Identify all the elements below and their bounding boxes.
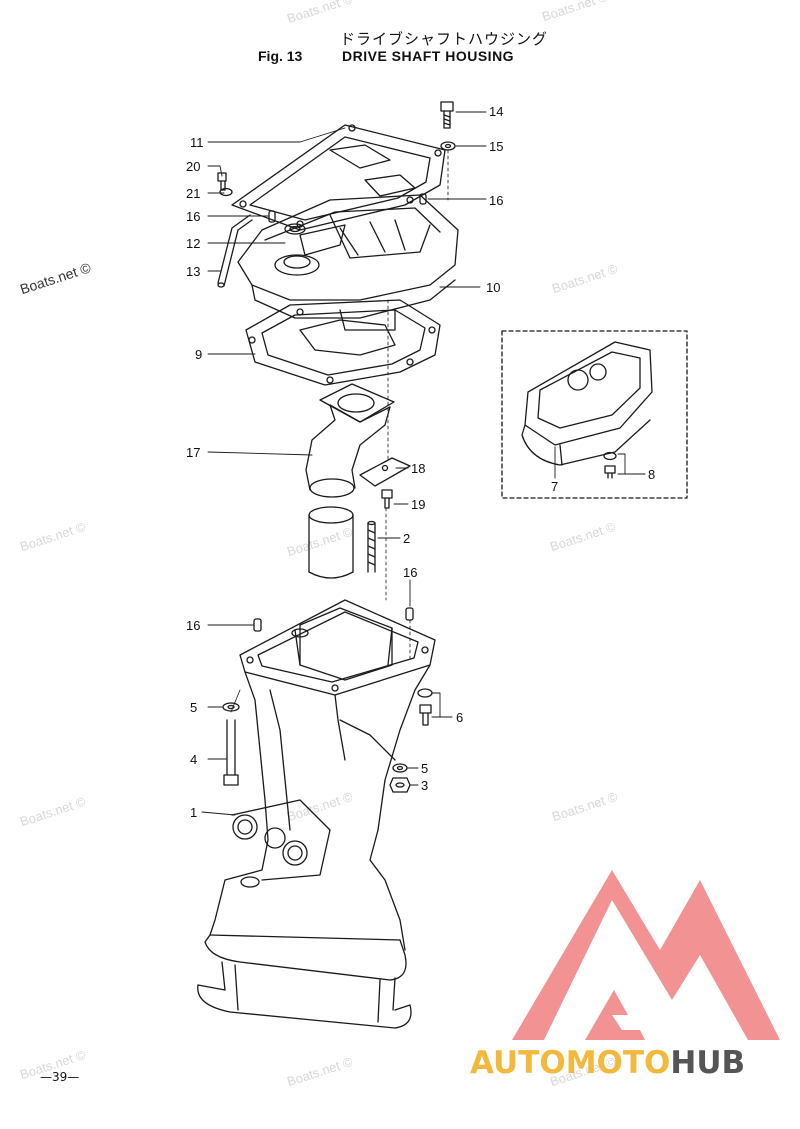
- stud-bolt-2-icon: [367, 520, 376, 573]
- dowel-pin-16-icon: [405, 607, 414, 621]
- callout-21: 21: [186, 186, 200, 201]
- callout-9: 9: [195, 347, 202, 362]
- callout-14: 14: [489, 104, 503, 119]
- lower-casing-7-icon: [521, 341, 653, 466]
- callout-10: 10: [486, 280, 500, 295]
- washer-5-icon: [392, 763, 408, 773]
- bolt-8-icon: [604, 465, 616, 479]
- callout-16: 16: [186, 209, 200, 224]
- bolt-20-icon: [217, 172, 227, 191]
- washer-21-icon: [219, 187, 233, 197]
- callout-1: 1: [190, 805, 197, 820]
- callout-19: 19: [411, 497, 425, 512]
- brand-wordmark-part-2: HUB: [670, 1045, 746, 1081]
- callout-15: 15: [489, 139, 503, 154]
- bracket-18-icon: [359, 457, 411, 487]
- callout-6: 6: [456, 710, 463, 725]
- callout-5: 5: [190, 700, 197, 715]
- callout-7: 7: [551, 479, 558, 494]
- bolt-19-icon: [381, 489, 393, 509]
- dowel-pin-16-icon: [268, 210, 276, 223]
- figure-title: DRIVE SHAFT HOUSING: [342, 48, 515, 64]
- callout-8: 8: [648, 467, 655, 482]
- diagram-title-japanese: ドライブシャフトハウジング: [340, 30, 549, 48]
- callout-16: 16: [186, 618, 200, 633]
- figure-number: Fig. 13: [258, 48, 303, 64]
- inset-box: [501, 330, 688, 499]
- callout-13: 13: [186, 264, 200, 279]
- callout-labels: 14 15 11 20 21 16 16 12 13 10 9 17 18 19…: [186, 104, 655, 820]
- washer-icon: [417, 688, 433, 698]
- callout-3: 3: [421, 778, 428, 793]
- brand-wordmark: AUTOMOTOHUB: [470, 1045, 745, 1081]
- callout-2: 2: [403, 531, 410, 546]
- muffler-sleeve-icon: [308, 506, 354, 579]
- drive-shaft-housing-1-icon: [197, 599, 436, 1029]
- brand-logo-icon: [512, 870, 780, 1040]
- callout-5: 5: [421, 761, 428, 776]
- bolt-4-icon: [223, 719, 239, 786]
- callout-4: 4: [190, 752, 197, 767]
- callout-20: 20: [186, 159, 200, 174]
- callout-18: 18: [411, 461, 425, 476]
- nut-3-icon: [389, 777, 411, 793]
- lower-gasket-9-icon: [245, 299, 441, 386]
- upper-gasket-11-icon: [231, 124, 446, 231]
- callout-11: 11: [190, 135, 204, 150]
- callout-16: 16: [489, 193, 503, 208]
- washer-8-icon: [603, 451, 617, 461]
- bolt-14-icon: [440, 101, 454, 129]
- upper-casing-10-icon: [237, 194, 459, 331]
- callout-17: 17: [186, 445, 200, 460]
- brand-wordmark-part-1: AUTOMOTO: [470, 1045, 671, 1081]
- oil-seal-12-icon: [284, 223, 306, 235]
- dowel-pin-16-icon: [419, 193, 427, 205]
- page-number: —39—: [40, 1070, 80, 1084]
- bolt-6-icon: [419, 704, 432, 726]
- washer-5-icon: [222, 702, 240, 712]
- callout-12: 12: [186, 236, 200, 251]
- callout-16: 16: [403, 565, 417, 580]
- dowel-pin-16-icon: [253, 618, 262, 632]
- washer-15-icon: [440, 141, 456, 151]
- water-tube-13-icon: [217, 214, 253, 288]
- exhaust-guide-17-icon: [305, 383, 395, 498]
